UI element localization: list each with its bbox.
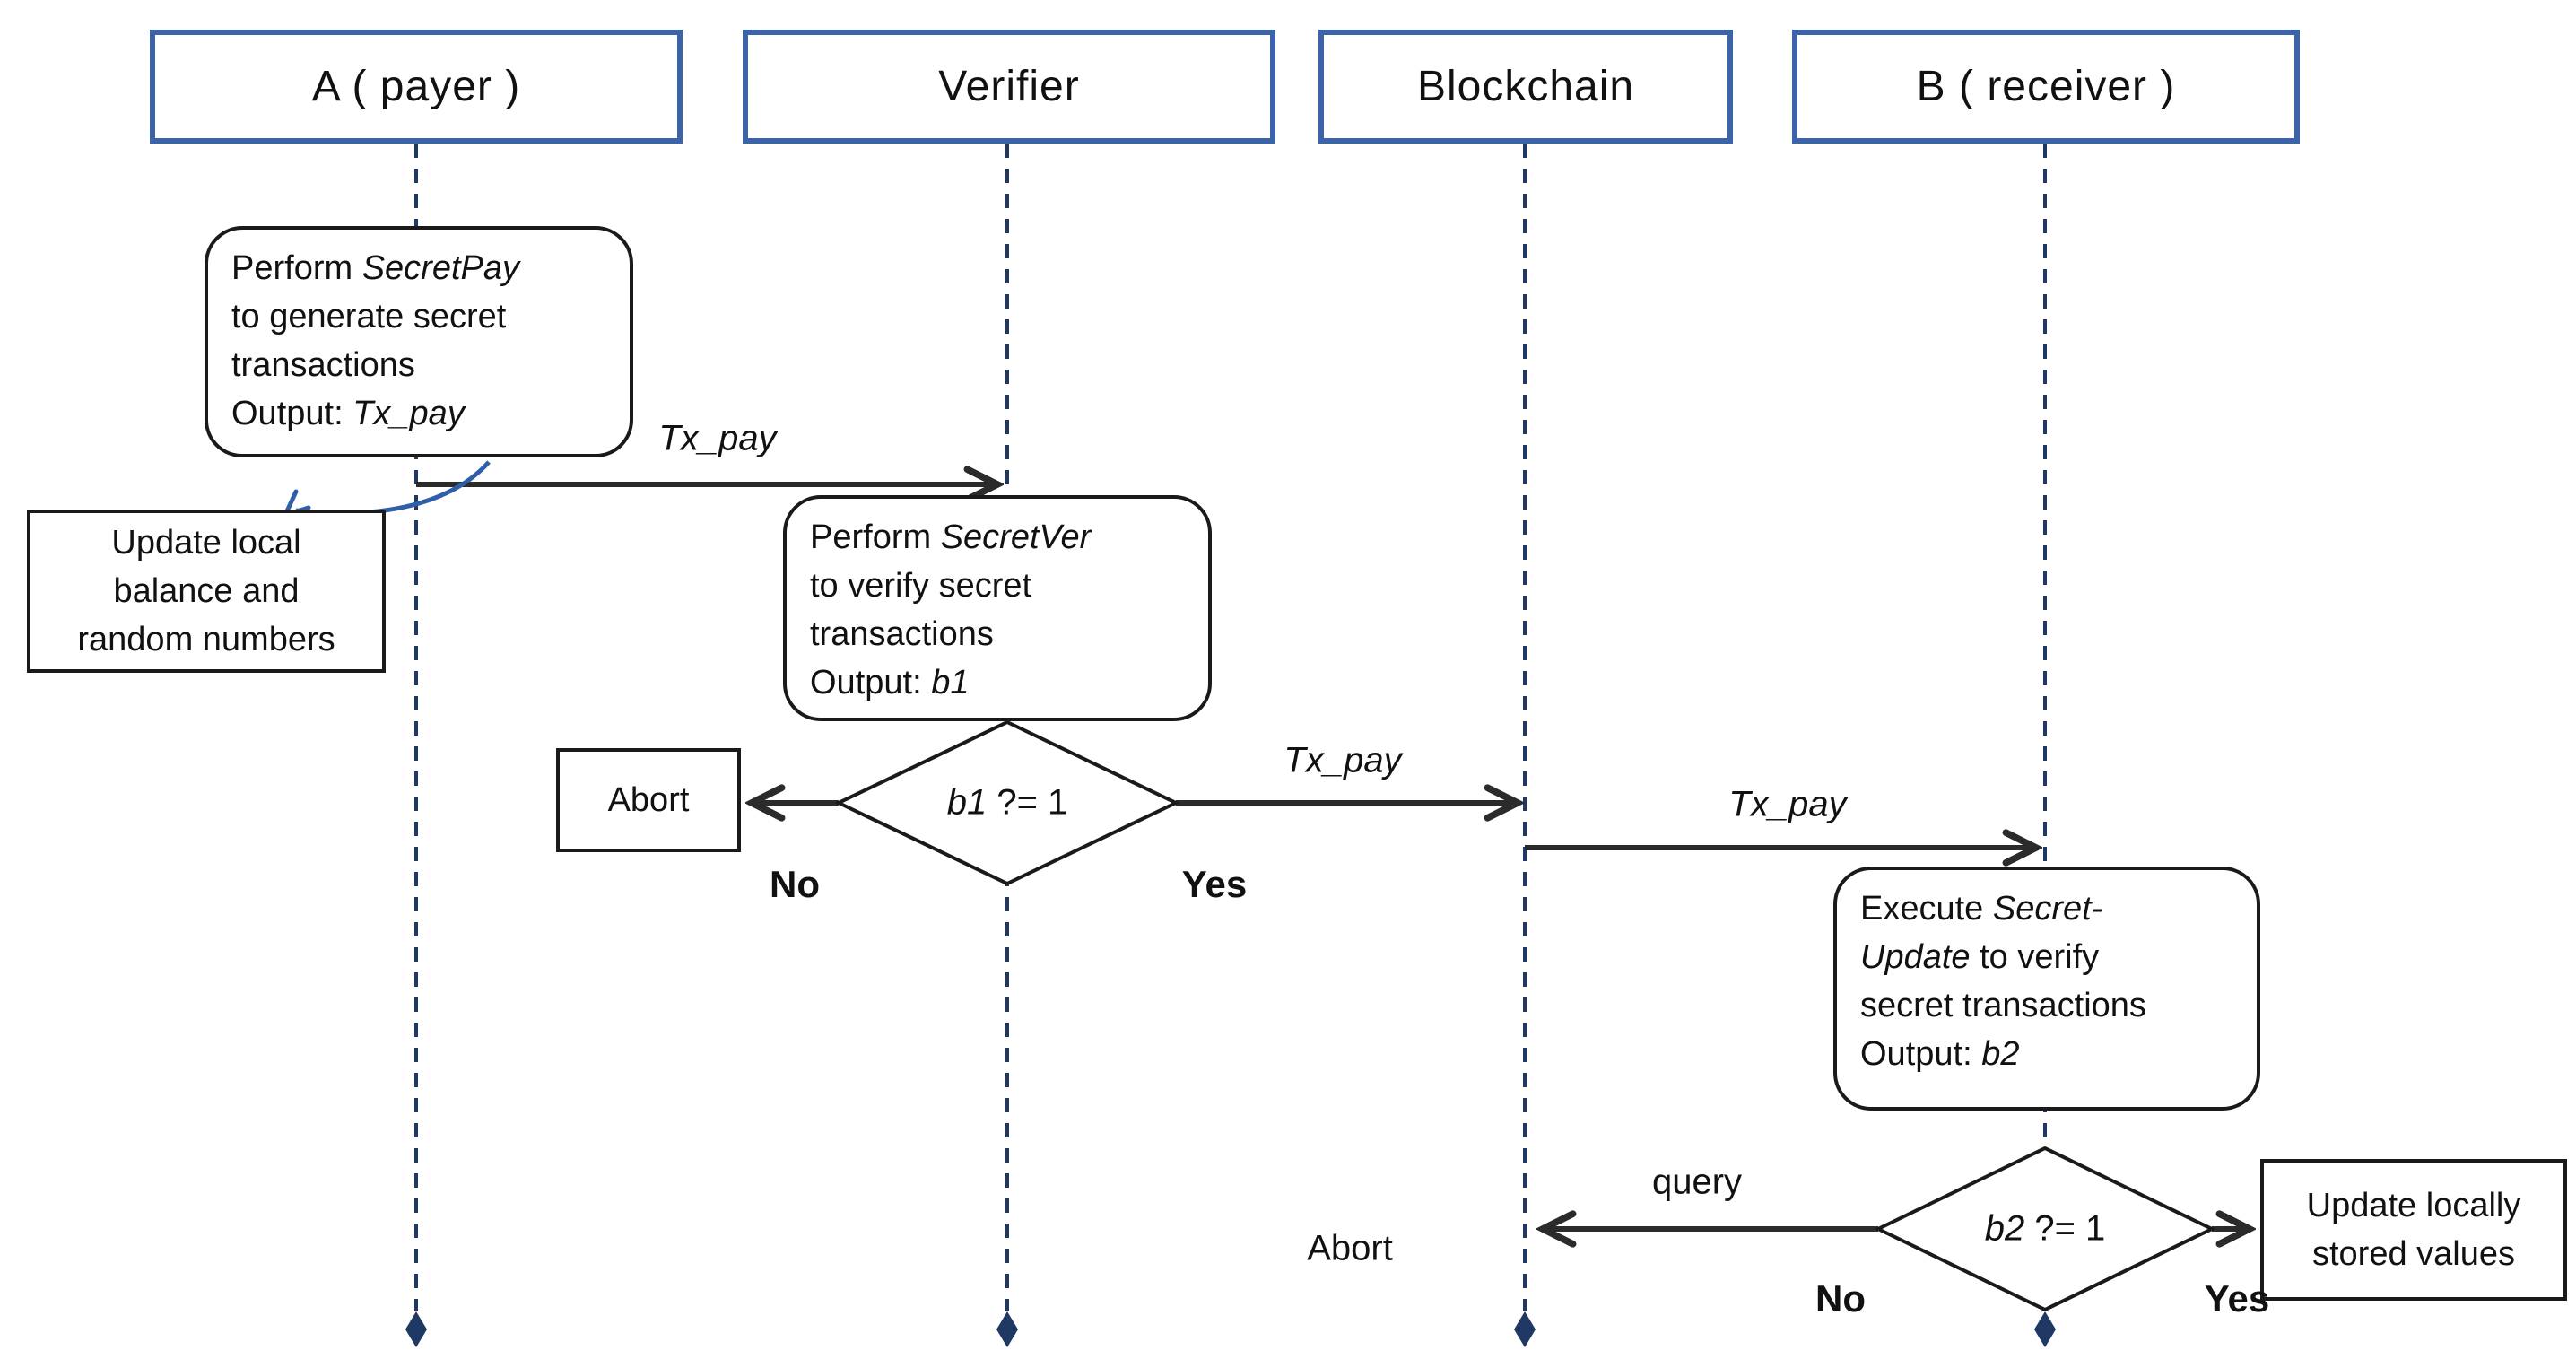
decision-diamond-b2 xyxy=(1874,1146,2216,1312)
actor-b-label: B ( receiver ) xyxy=(1916,63,2176,110)
secretver-line3: transactions xyxy=(810,615,994,653)
decision-b2-text: b2 ?= 1 xyxy=(1984,1208,2106,1249)
actor-blockchain-label: Blockchain xyxy=(1416,63,1635,110)
decision-b1-text: b1 ?= 1 xyxy=(946,782,1068,823)
secretupdate-line3: secret transactions xyxy=(1860,987,2146,1024)
update-local-line2: balance and xyxy=(113,572,300,610)
message-label-txpay-1: Tx_pay xyxy=(658,418,777,458)
lifeline-end-verifier xyxy=(996,1311,1018,1347)
actor-verifier: Verifier xyxy=(743,30,1275,144)
process-box-secretver: Perform SecretVer to verify secret trans… xyxy=(783,495,1212,721)
decision-diamond-b1 xyxy=(834,719,1180,886)
abort-box-label: Abort xyxy=(607,781,690,819)
lifeline-end-a xyxy=(405,1311,427,1347)
process-box-secretupdate: Execute Secret- Update to verify secret … xyxy=(1833,867,2260,1111)
label-abort-text: Abort xyxy=(1307,1228,1393,1268)
label-yes-b1: Yes xyxy=(1181,863,1248,905)
secretupdate-line4: Output: b2 xyxy=(1860,1035,2020,1073)
label-no-b2: No xyxy=(1815,1277,1866,1320)
secretver-line4: Output: b1 xyxy=(810,664,970,701)
message-label-query: query xyxy=(1651,1162,1743,1202)
label-yes-b2: Yes xyxy=(2204,1277,2270,1320)
actor-a-payer: A ( payer ) xyxy=(150,30,683,144)
secretupdate-line2: Update to verify xyxy=(1860,938,2100,976)
label-no-b1: No xyxy=(770,863,820,905)
lifeline-end-blockchain xyxy=(1514,1311,1536,1347)
update-stored-line2: stored values xyxy=(2311,1235,2515,1273)
actor-blockchain: Blockchain xyxy=(1318,30,1733,144)
secretpay-line4: Output: Tx_pay xyxy=(231,395,465,432)
arrow-curve-secretpay-to-update-local xyxy=(295,460,491,516)
secretpay-line1: Perform SecretPay xyxy=(231,249,520,287)
abort-box: Abort xyxy=(556,748,741,852)
secretupdate-line1: Execute Secret- xyxy=(1860,890,2103,928)
message-label-txpay-3: Tx_pay xyxy=(1728,784,1847,824)
secretpay-line3: transactions xyxy=(231,346,415,384)
secretver-line1: Perform SecretVer xyxy=(810,518,1092,556)
update-stored-line1: Update locally xyxy=(2306,1187,2521,1224)
actor-a-label: A ( payer ) xyxy=(311,63,521,110)
message-label-txpay-2: Tx_pay xyxy=(1284,740,1402,780)
secretver-line2: to verify secret xyxy=(810,567,1032,605)
secretpay-line2: to generate secret xyxy=(231,298,507,335)
update-local-line1: Update local xyxy=(111,524,301,562)
note-box-update-stored-values: Update locally stored values xyxy=(2260,1159,2567,1301)
process-box-secretpay: Perform SecretPay to generate secret tra… xyxy=(205,226,633,457)
note-box-update-local-balance: Update local balance and random numbers xyxy=(27,510,386,673)
lifeline-end-b xyxy=(2034,1311,2056,1347)
actor-verifier-label: Verifier xyxy=(938,63,1080,110)
actor-b-receiver: B ( receiver ) xyxy=(1792,30,2300,144)
update-local-line3: random numbers xyxy=(77,621,335,658)
